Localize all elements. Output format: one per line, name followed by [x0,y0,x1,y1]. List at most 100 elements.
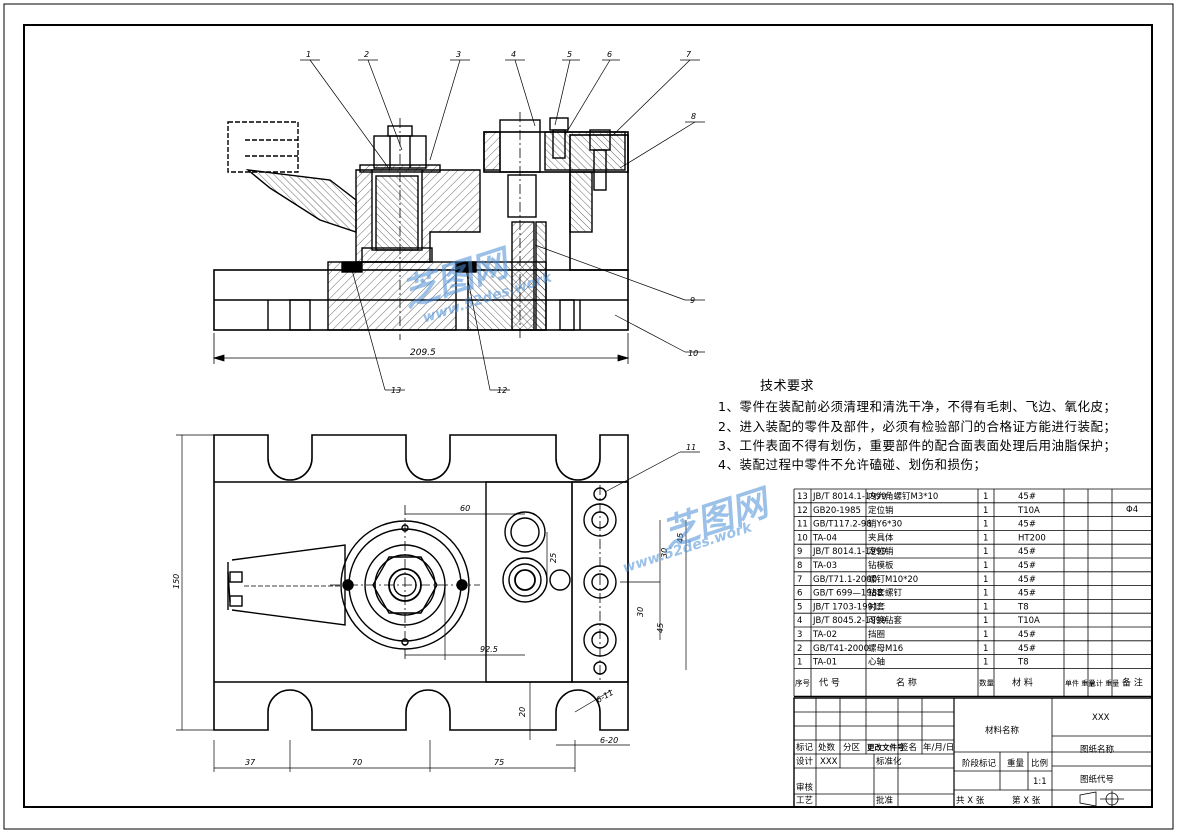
bom-row-no: 12 [797,506,808,516]
dim-37: 37 [245,758,256,767]
balloon-11: 11 [686,443,696,452]
bom-row-no: 9 [797,547,802,557]
bom-row-material: 45# [1018,589,1036,599]
bom-row-no: 11 [797,520,808,530]
balloon-9: 9 [690,296,695,305]
dim-150: 150 [172,574,181,589]
bom-row-no: 1 [797,658,802,668]
bom-row-qty: 1 [983,547,988,557]
bom-row-qty: 1 [983,589,988,599]
bom-row-no: 8 [797,561,802,571]
balloon-12: 12 [497,386,507,395]
bom-row-qty: 1 [983,533,988,543]
tb-zone: 分区 [843,743,861,753]
bom-row-material: 45# [1018,561,1036,571]
bom-row-name: 定位销 [868,505,894,516]
balloon-labels: 1 2 3 4 5 6 7 8 9 10 11 12 13 [306,50,698,452]
bom-row-qty: 1 [983,644,988,654]
dim-45-a: 45 [676,533,685,543]
bom-row-qty: 1 [983,630,988,640]
bom-row-material: 45# [1018,644,1036,654]
bom-row-qty: 1 [983,602,988,612]
bom-row-no: 7 [797,575,802,585]
bom-note-phi4: Φ4 [1126,505,1139,515]
bom-row-material: T8 [1017,602,1029,612]
requirements-title: 技术要求 [760,379,815,394]
dim-30-a: 30 [660,548,669,558]
bom-header-qty: 数量 [979,677,994,687]
bom-row-qty: 1 [983,658,988,668]
bom-row-no: 10 [797,533,808,543]
requirement-4: 4、装配过程中零件不允许磕碰、划伤和损伤； [718,457,987,472]
tb-scale-label: 比例 [1031,758,1048,769]
balloon-5: 5 [567,50,572,59]
tb-total-sheets: 共 X 张 [956,796,985,806]
outer-border [3,3,1174,830]
bom-row-qty: 1 [983,561,988,571]
top-view-dimensions [176,434,687,772]
tb-review: 审核 [796,782,814,793]
bom-row-name: 夹具体 [868,532,894,543]
bom-header-unit-weight: 单件 重量 [1065,678,1095,687]
dim-6-20: 6-20 [600,736,618,745]
requirement-2: 2、进入装配的零件及部件，必须有检验部门的合格证方能进行装配； [718,419,1117,434]
requirement-3: 3、工件表面不得有划伤，重要部件的配合面表面处理后用油脂保护； [718,438,1117,453]
title-block-text: 标记 处数 分区 更改文件号 签名 年/月/日 设计 XXX 标准化 审核 工艺… [796,713,1115,806]
bom-row-name: 挡圈 [868,629,885,640]
front-overall-dimension [212,333,630,364]
bom-row-code: GB/T71.1-2000 [813,575,877,585]
bom-row-code: JB/T 8014.1-1999 [812,547,887,557]
bom-row-code: GB/T117.2-98 [813,520,872,530]
bom-row-code: TA-02 [812,630,837,640]
dim-front-overall: 209.5 [410,348,436,358]
tb-company: XXX [1092,713,1110,723]
bom-row-name: 内六角螺钉M3*10 [868,491,938,502]
tb-change-doc: 更改文件号 [867,742,905,752]
tb-count: 处数 [818,742,836,753]
bom-header-total-weight: 总计 重量 [1089,678,1119,687]
dim-45-b: 45 [656,623,665,633]
bom-row-name: 钻套螺钉 [868,588,903,599]
tb-stage: 阶段标记 [962,758,997,769]
dim-70: 70 [352,758,362,767]
balloon-3: 3 [456,50,461,59]
tb-drawing-name: 图纸名称 [1080,744,1115,755]
tb-material: 材料名称 [985,725,1020,736]
bom-row-code: TA-04 [812,533,837,543]
bom-row-material: 45# [1018,492,1036,502]
bom-row-no: 3 [797,630,802,640]
balloon-6: 6 [607,50,612,59]
balloon-8: 8 [691,112,696,121]
bom-header-no: 序号 [795,677,810,687]
tb-process: 工艺 [796,796,813,806]
tb-sign: 签名 [900,742,917,753]
bom-row-name: 螺钉M10*20 [868,574,918,585]
balloon-leaders [300,59,705,493]
top-view [213,434,629,731]
bom-row-material: 45# [1018,575,1036,585]
bom-row-name: 可换钻套 [868,615,903,626]
bom-header-name: 名 称 [896,676,917,688]
bom-row-no: 2 [797,644,802,654]
bom-row-no: 5 [797,602,802,612]
bom-row-qty: 1 [983,492,988,502]
bom-row-code: GB/T 699—1988 [813,589,883,599]
bom-row-name: 心轴 [868,657,885,668]
requirement-1: 1、零件在装配前必须清理和清洗干净，不得有毛刺、飞边、氧化皮； [718,399,1117,414]
tb-weight: 重量 [1007,758,1025,769]
bom-row-material: HT200 [1018,533,1046,543]
bom-row-qty: 1 [983,520,988,530]
title-block [793,697,1153,808]
dim-60: 60 [460,504,470,513]
tb-design: 设计 [796,756,814,767]
tb-designer: XXX [820,757,838,767]
bom-row-material: 45# [1018,547,1036,557]
bom-row-qty: 1 [983,616,988,626]
bom-row-code: JB/T 8045.2-1999 [812,616,887,626]
bom-row-no: 13 [797,492,808,502]
bom-header-code: 代 号 [819,677,840,688]
dim-20: 20 [518,707,527,717]
